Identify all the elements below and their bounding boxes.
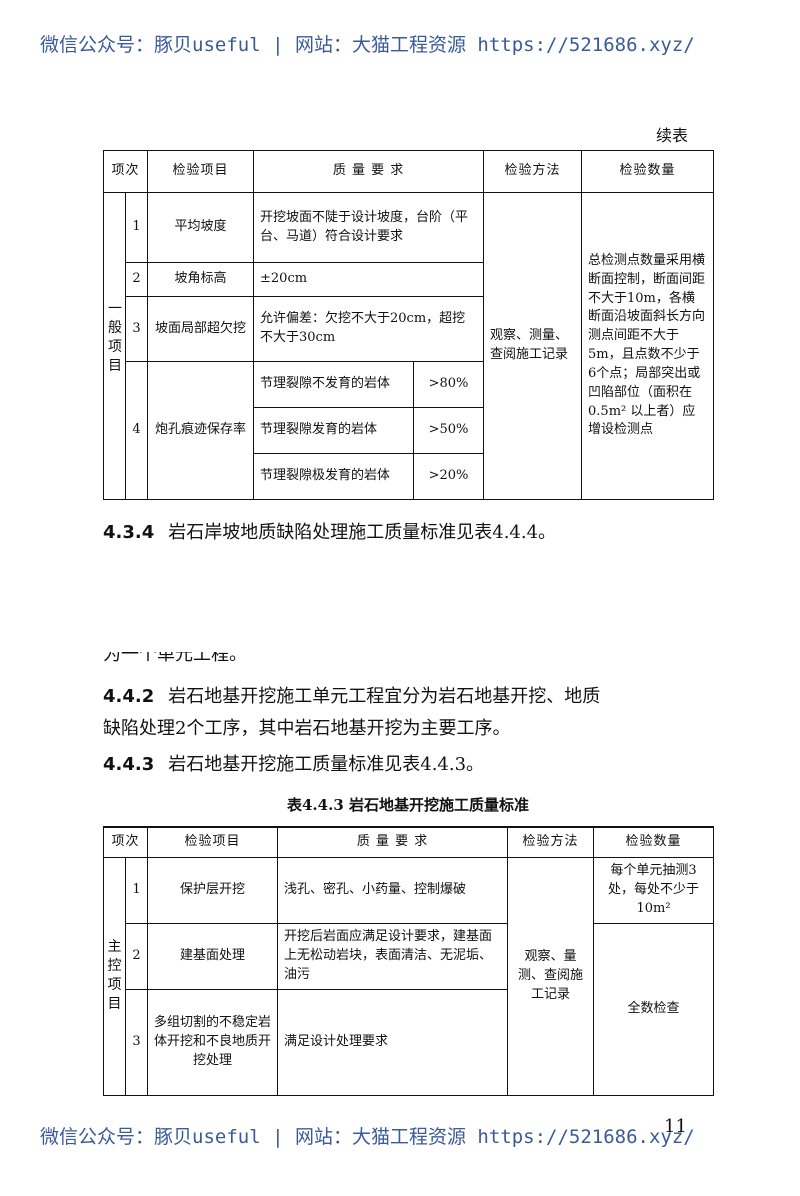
sub-condition: 节理裂隙不发育的岩体 xyxy=(253,360,415,408)
check-quantity: 总检测点数量采用横断面控制，断面间距不大于10m，各横断面沿坡面斜长方向测点间距… xyxy=(581,192,715,500)
requirement: 允许偏差：欠挖不大于20cm，超挖不大于30cm xyxy=(253,296,485,362)
header-requirement: 质 量 要 求 xyxy=(277,825,509,858)
paragraph-4-4-2-cont: 缺陷处理2个工序，其中岩石地基开挖为主要工序。 xyxy=(103,718,511,739)
watermark-bottom: 微信公众号：豚贝useful | 网站：大猫工程资源 https://52168… xyxy=(40,1126,695,1148)
check-method: 观察、量测、查阅施工记录 xyxy=(507,856,595,1097)
continued-label: 续表 xyxy=(656,126,689,145)
row-number: 2 xyxy=(124,922,149,990)
check-item: 平均坡度 xyxy=(147,192,255,264)
cut-off-paragraph: 为一个单元工程。 xyxy=(103,652,247,665)
header-method: 检验方法 xyxy=(483,149,583,194)
check-item: 建基面处理 xyxy=(147,922,279,990)
header-quantity: 检验数量 xyxy=(581,149,715,194)
check-quantity: 每个单元抽测3处，每处不少于10m² xyxy=(593,856,715,924)
sub-value: >20% xyxy=(413,452,485,501)
requirement: 开挖坡面不陡于设计坡度，台阶（平台、马道）符合设计要求 xyxy=(253,192,485,264)
row-number: 4 xyxy=(124,360,149,501)
row-number: 2 xyxy=(124,262,149,298)
page-number: 11 xyxy=(664,1116,687,1137)
requirement: 浅孔、密孔、小药量、控制爆破 xyxy=(277,856,509,924)
group-label: 一般项目 xyxy=(108,301,122,374)
requirement: ±20cm xyxy=(253,262,485,298)
header-requirement: 质 量 要 求 xyxy=(253,149,485,194)
group-label: 主控项目 xyxy=(103,856,126,1097)
check-item: 炮孔痕迹保存率 xyxy=(147,360,255,501)
sub-condition: 节理裂隙极发育的岩体 xyxy=(253,452,415,501)
header-seq: 项次 xyxy=(102,149,149,194)
check-item: 坡角标高 xyxy=(147,262,255,298)
watermark-top: 微信公众号：豚贝useful | 网站：大猫工程资源 https://52168… xyxy=(40,34,695,56)
check-item: 多组切割的不稳定岩体开挖和不良地质开挖处理 xyxy=(147,988,279,1097)
check-item: 坡面局部超欠挖 xyxy=(147,296,255,362)
header-method: 检验方法 xyxy=(507,825,595,858)
check-item: 保护层开挖 xyxy=(147,856,279,924)
row-number: 3 xyxy=(124,988,149,1097)
header-quantity: 检验数量 xyxy=(593,825,715,858)
requirement: 开挖后岩面应满足设计要求，建基面上无松动岩块，表面清洁、无泥垢、油污 xyxy=(277,922,509,990)
check-quantity-all: 全数检查 xyxy=(593,922,715,1097)
header-seq: 项次 xyxy=(102,825,149,858)
table-caption: 表4.4.3 岩石地基开挖施工质量标准 xyxy=(287,796,529,814)
sub-value: >50% xyxy=(413,406,485,454)
sub-condition: 节理裂隙发育的岩体 xyxy=(253,406,415,454)
row-number: 1 xyxy=(124,856,149,924)
quality-table-4-4-3: 项次 检验项目 质 量 要 求 检验方法 检验数量 主控项目 1 保护层开挖 浅… xyxy=(102,825,715,1097)
header-item: 检验项目 xyxy=(147,149,255,194)
header-item: 检验项目 xyxy=(147,825,279,858)
check-method: 观察、测量、查阅施工记录 xyxy=(483,192,583,500)
requirement: 满足设计处理要求 xyxy=(277,988,509,1097)
row-number: 1 xyxy=(124,192,149,264)
row-number: 3 xyxy=(124,296,149,362)
quality-table-continued: 项次 检验项目 质 量 要 求 检验方法 检验数量 1 平均坡度 开挖坡面不陡于… xyxy=(102,149,715,501)
sub-value: >80% xyxy=(413,360,485,408)
